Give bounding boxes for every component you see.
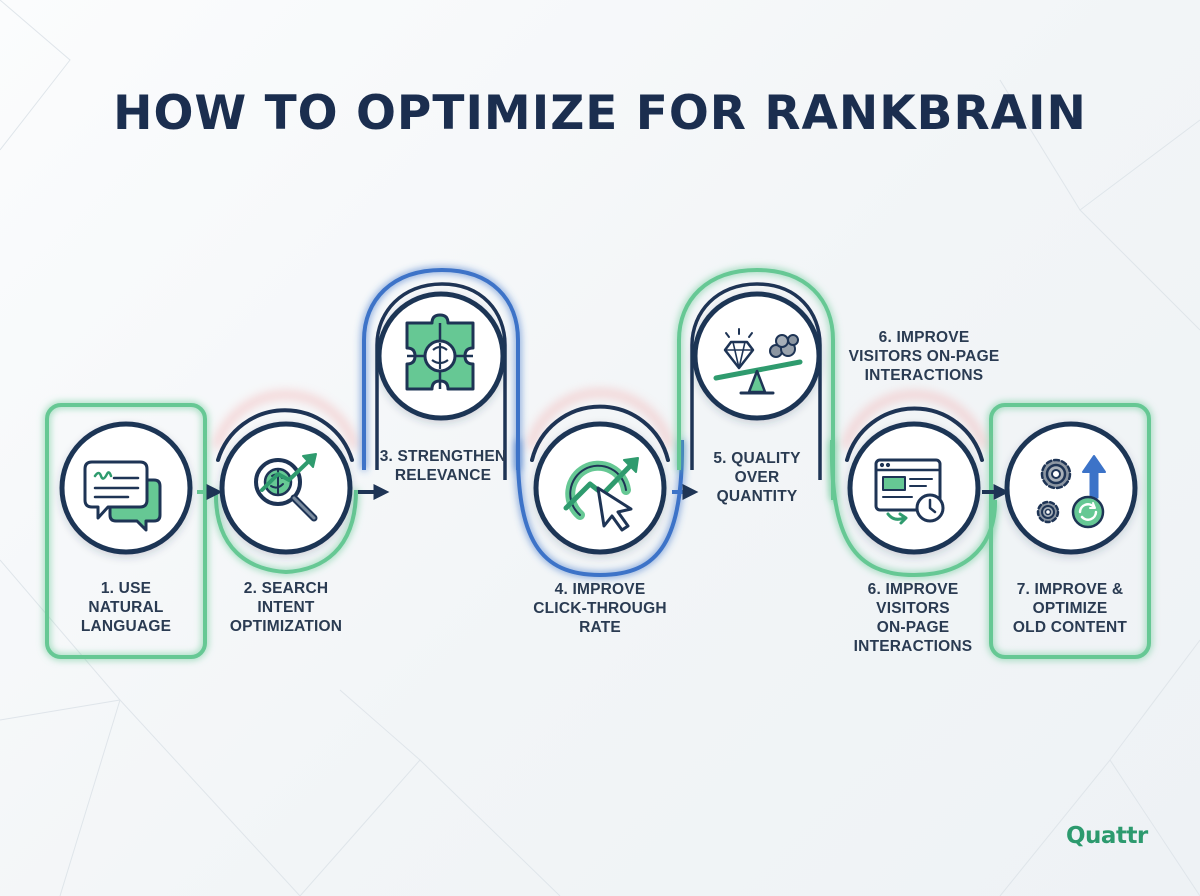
step-4-bowl xyxy=(515,439,685,578)
step-3-arch-inner xyxy=(375,282,507,480)
chat-bubbles-signature-icon xyxy=(83,460,162,532)
step-1-frame xyxy=(45,403,207,659)
quattr-logo: Quattr xyxy=(1066,823,1148,849)
step-5-arch-inner xyxy=(690,282,822,480)
step-7-circle xyxy=(1004,421,1138,555)
diamond-vs-rocks-scale-icon xyxy=(713,328,803,395)
step-5-circle xyxy=(692,291,822,421)
page-title: HOW TO OPTIMIZE FOR RANKBRAIN xyxy=(113,86,1087,141)
step-6-bowl xyxy=(829,439,998,578)
cursor-growth-arrow-icon xyxy=(563,457,639,532)
dip-top-arcs xyxy=(216,404,984,462)
browser-clock-icon xyxy=(874,458,945,525)
step-5-arch xyxy=(677,267,835,500)
red-glows xyxy=(212,389,988,449)
magnifier-brain-growth-icon xyxy=(254,453,318,522)
step-3-arch xyxy=(362,267,520,470)
gears-refresh-icon xyxy=(1036,455,1106,529)
puzzle-brain-icon xyxy=(405,313,475,391)
step-2-bowl xyxy=(213,489,358,575)
